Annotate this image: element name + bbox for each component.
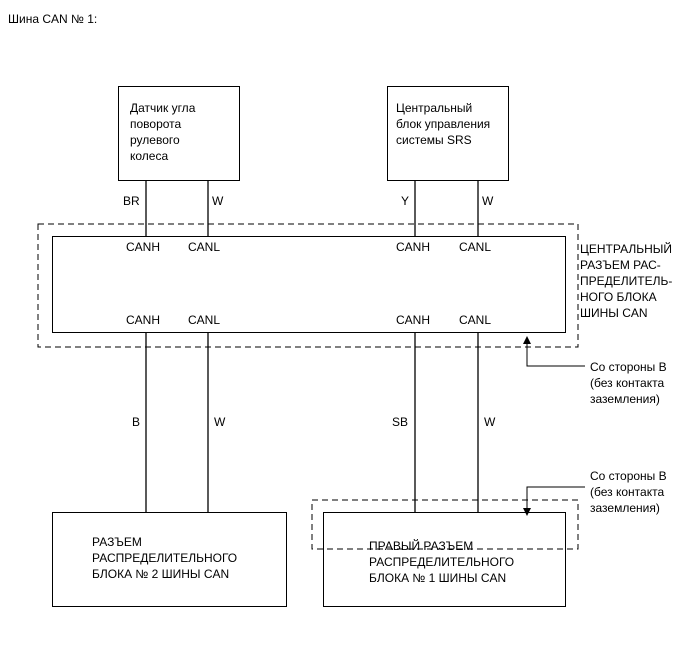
junction-block-1-box: ПРАВЫЙ РАЗЪЕМ РАСПРЕДЕЛИТЕЛЬНОГО БЛОКА №… bbox=[323, 512, 566, 607]
srs-line-2: блок управления bbox=[396, 117, 491, 131]
side-b-note-1-line-1: Со стороны B bbox=[590, 360, 667, 374]
central-junction-dashed-outline bbox=[37, 223, 579, 348]
steering-sensor-line-2: поворота bbox=[130, 117, 182, 131]
pin-canh-top-1: CANH bbox=[126, 240, 161, 254]
junction-2-line-2: РАСПРЕДЕЛИТЕЛЬНОГО bbox=[92, 551, 238, 565]
junction-1-line-3: БЛОКА № 1 ШИНЫ CAN bbox=[369, 571, 507, 585]
central-junction-label-line-2: РАЗЪЕМ РАС- bbox=[580, 258, 661, 272]
junction-1-line-1: ПРАВЫЙ РАЗЪЕМ bbox=[369, 539, 474, 553]
central-junction-label: ЦЕНТРАЛЬНЫЙ РАЗЪЕМ РАС- ПРЕДЕЛИТЕЛЬ- НОГ… bbox=[580, 242, 672, 320]
junction-1-line-2: РАСПРЕДЕЛИТЕЛЬНОГО bbox=[369, 555, 515, 569]
srs-line-1: Центральный bbox=[396, 101, 473, 115]
central-junction-connector-box bbox=[52, 236, 566, 333]
junction-2-line-3: БЛОКА № 2 ШИНЫ CAN bbox=[92, 567, 230, 581]
page-title: Шина CAN № 1: bbox=[8, 12, 98, 26]
side-b-note-2: Со стороны B (без контакта заземления) bbox=[590, 469, 667, 515]
side-b-arrow-2 bbox=[523, 486, 585, 516]
pin-canl-top-2: CANL bbox=[459, 240, 492, 254]
pin-canh-top-2: CANH bbox=[396, 240, 431, 254]
steering-angle-sensor-box: Датчик угла поворота рулевого колеса bbox=[118, 86, 240, 181]
central-junction-label-line-3: ПРЕДЕЛИТЕЛЬ- bbox=[580, 274, 673, 288]
steering-sensor-line-1: Датчик угла bbox=[130, 101, 196, 115]
steering-sensor-line-4: колеса bbox=[130, 149, 169, 163]
central-junction-label-line-1: ЦЕНТРАЛЬНЫЙ bbox=[580, 242, 673, 256]
wire-label-w-steering: W bbox=[212, 194, 224, 208]
side-b-note-2-line-1: Со стороны B bbox=[590, 469, 667, 483]
junction-2-line-1: РАЗЪЕМ bbox=[92, 535, 142, 549]
srs-control-unit-box: Центральный блок управления системы SRS bbox=[387, 86, 509, 181]
wire-label-y: Y bbox=[401, 194, 410, 208]
steering-sensor-line-3: рулевого bbox=[130, 133, 180, 147]
srs-line-3: системы SRS bbox=[396, 133, 472, 147]
wire-label-w-lower-2: W bbox=[484, 415, 496, 429]
pin-canl-top-1: CANL bbox=[188, 240, 221, 254]
side-b-note-2-line-2: (без контакта bbox=[590, 485, 665, 499]
side-b-note-1-line-2: (без контакта bbox=[590, 376, 665, 390]
central-junction-label-line-4: НОГО БЛОКА bbox=[580, 290, 657, 304]
side-b-note-1: Со стороны B (без контакта заземления) bbox=[590, 360, 667, 406]
junction-block-2-box: РАЗЪЕМ РАСПРЕДЕЛИТЕЛЬНОГО БЛОКА № 2 ШИНЫ… bbox=[52, 512, 287, 607]
pin-canl-bottom-1: CANL bbox=[188, 313, 221, 327]
pin-canh-bottom-1: CANH bbox=[126, 313, 161, 327]
pin-canh-bottom-2: CANH bbox=[396, 313, 431, 327]
junction-1-dashed-outline bbox=[311, 499, 579, 550]
wire-label-sb: SB bbox=[392, 415, 409, 429]
pin-canl-bottom-2: CANL bbox=[459, 313, 492, 327]
wire-label-w-srs: W bbox=[482, 194, 494, 208]
side-b-note-2-line-3: заземления) bbox=[590, 501, 660, 515]
central-junction-label-line-5: ШИНЫ CAN bbox=[580, 306, 648, 320]
side-b-note-1-line-3: заземления) bbox=[590, 392, 660, 406]
wire-label-br: BR bbox=[123, 194, 140, 208]
wire-label-b: B bbox=[132, 415, 141, 429]
wire-label-w-lower-1: W bbox=[214, 415, 226, 429]
side-b-arrow-1 bbox=[523, 336, 585, 367]
